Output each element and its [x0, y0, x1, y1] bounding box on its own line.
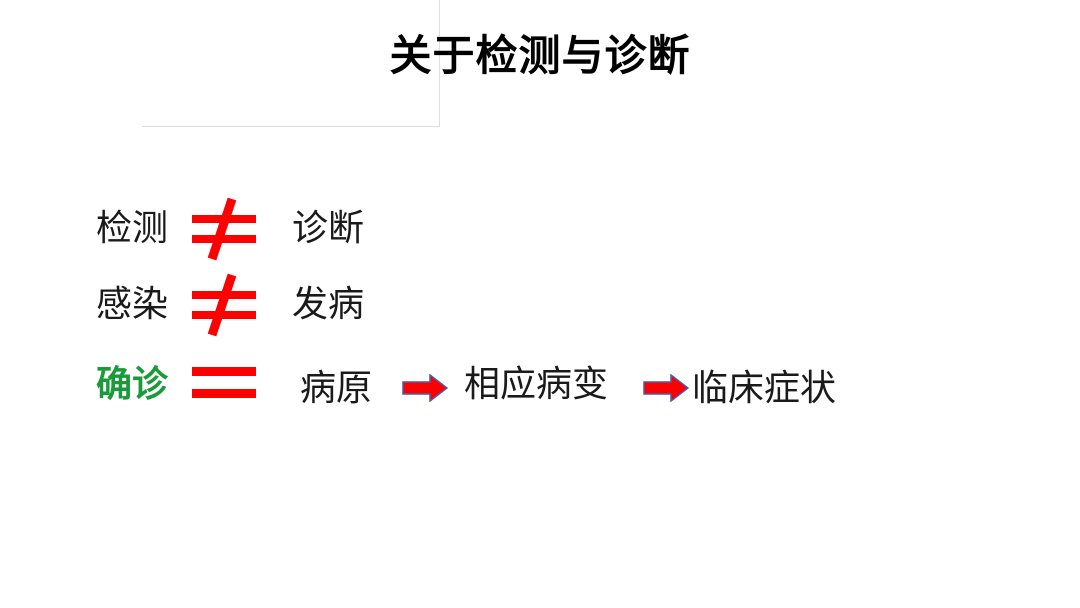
equal-icon [192, 367, 256, 398]
row-right-term: 诊断 [292, 208, 365, 249]
not-equal-icon [192, 273, 256, 337]
right-arrow-icon [643, 374, 689, 402]
chain-item-pathogen: 病原 [300, 368, 373, 409]
chain-item-lesion: 相应病变 [464, 364, 609, 405]
row-detection: 检测 诊断 [0, 197, 1080, 261]
right-arrow-icon [402, 374, 448, 402]
row-left-term-highlight: 确诊 [96, 364, 169, 405]
row-right-term: 发病 [292, 284, 365, 325]
title-placeholder-frame [142, 0, 440, 127]
row-infection: 感染 发病 [0, 273, 1080, 337]
slide-title: 关于检测与诊断 [389, 31, 691, 80]
row-left-term: 检测 [96, 208, 169, 249]
not-equal-icon [192, 197, 256, 261]
chain-item-symptoms: 临床症状 [692, 368, 837, 409]
row-left-term: 感染 [96, 284, 169, 325]
row-diagnosis: 确诊 病原 相应病变 临床症状 [0, 356, 1080, 416]
